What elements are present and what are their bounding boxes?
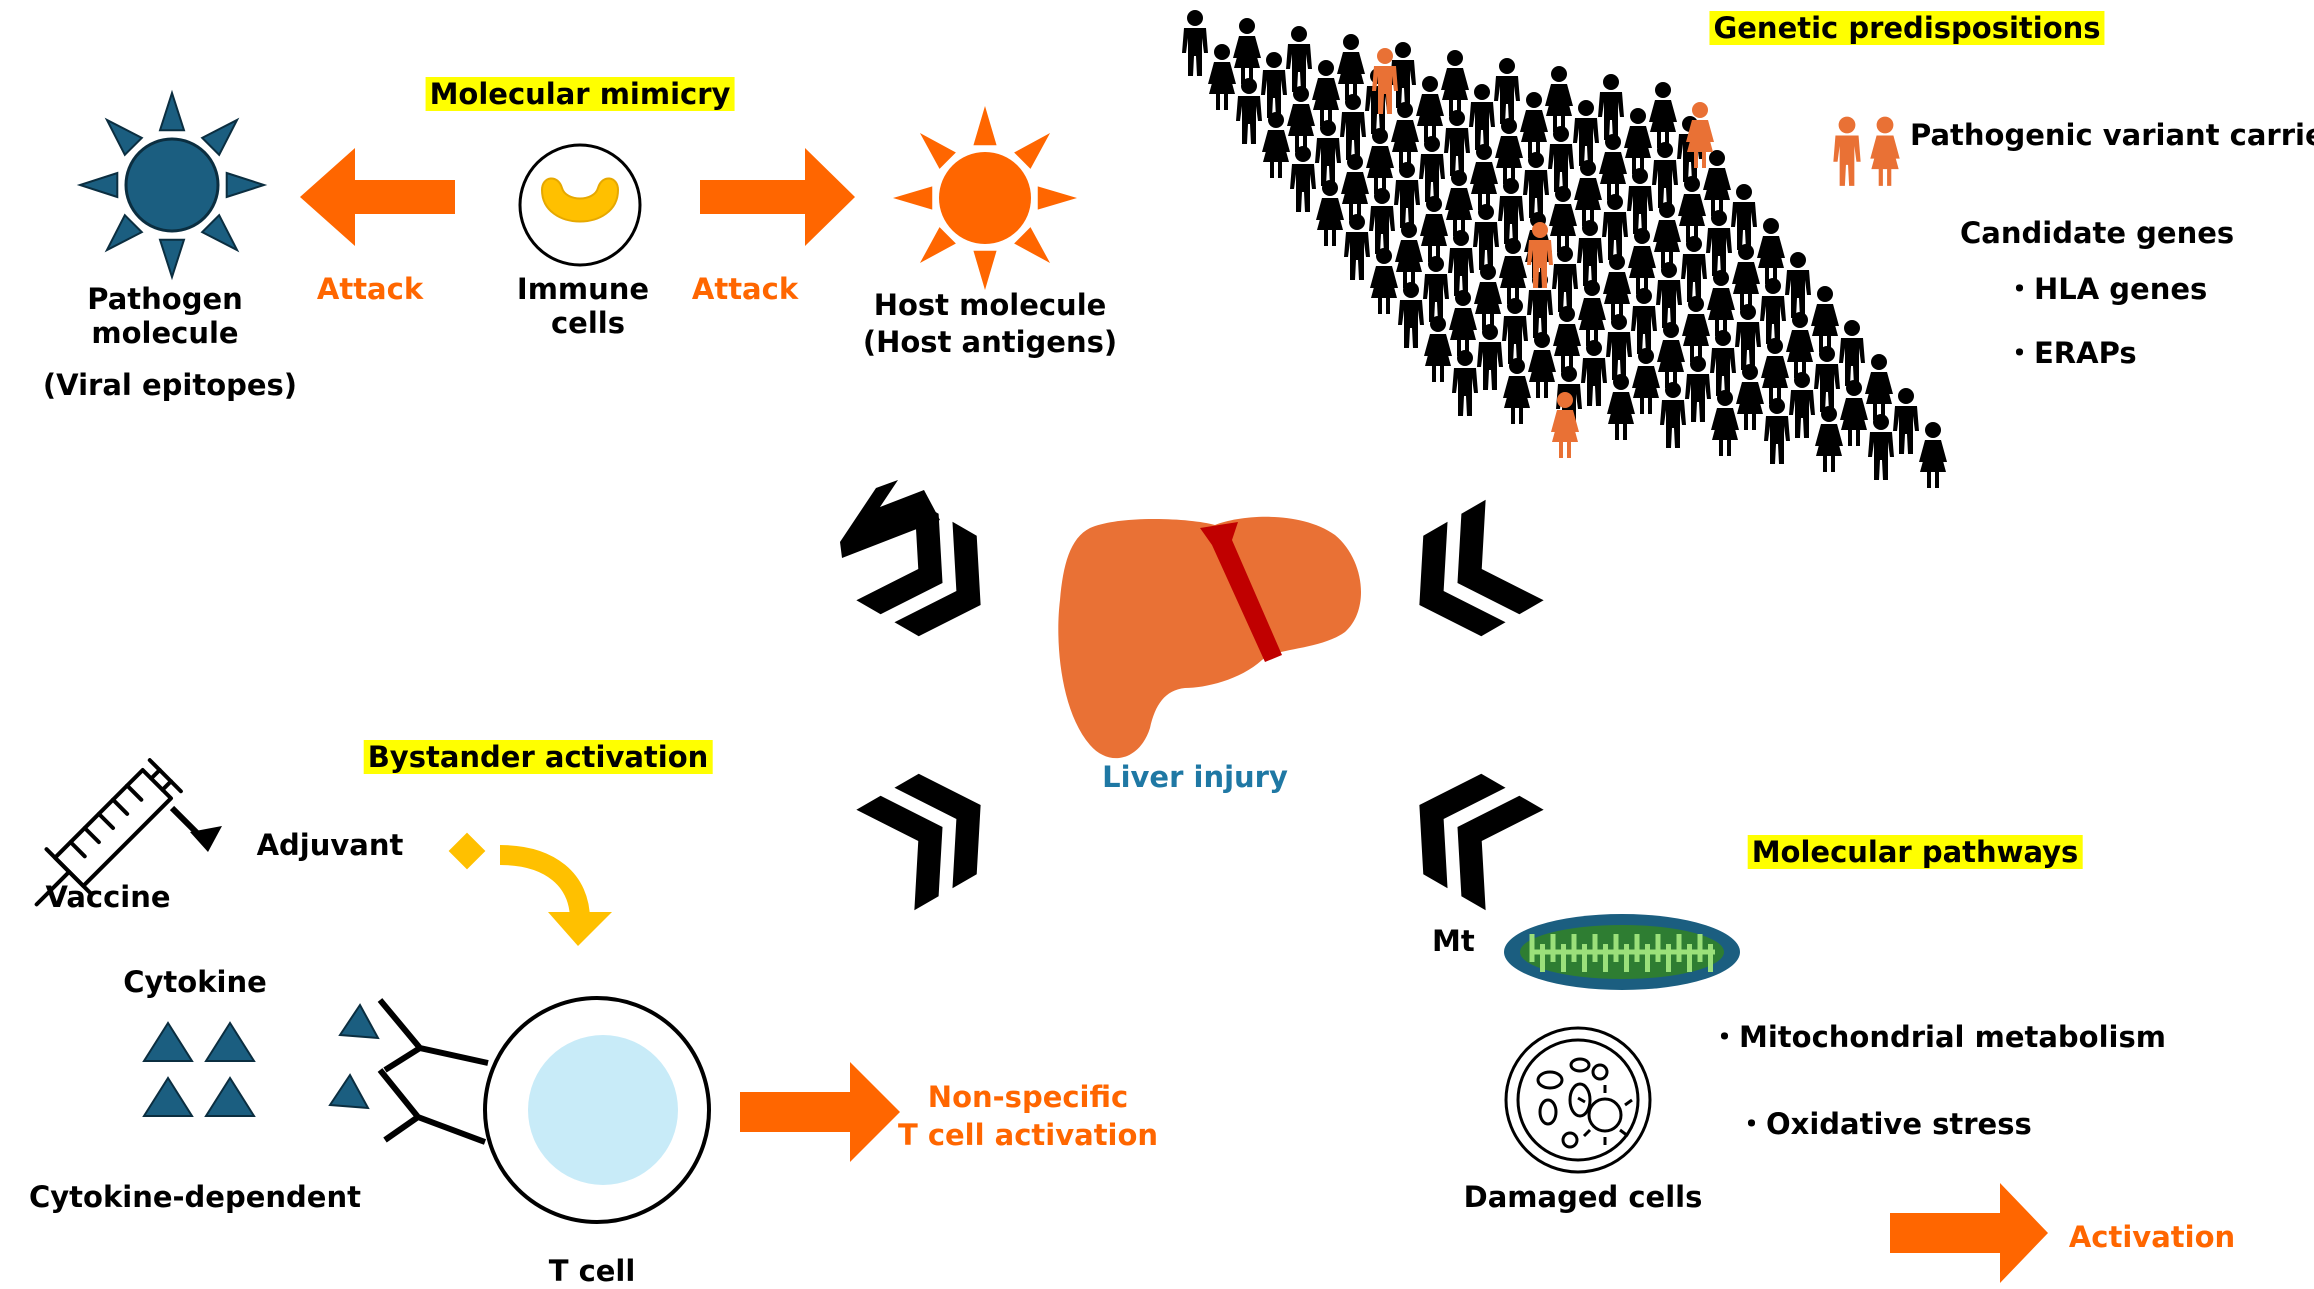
chevron-bottom-left [856,773,981,911]
cytokine-label: Cytokine [123,965,267,999]
activation-arrow [1890,1183,2048,1283]
oxidative-stress-label: ・Oxidative stress [1737,1107,2032,1141]
population-crowd [1182,10,1947,488]
candidate-genes-label: Candidate genes [1960,216,2235,250]
damaged-cells-label: Damaged cells [1463,1180,1703,1214]
immune-label-1: Immune [516,272,650,306]
bystander-title: Bystander activation [363,740,713,775]
pathogen-label-2: molecule [91,316,239,350]
mito-metabolism-label: ・Mitochondrial metabolism [1710,1020,2166,1054]
adjuvant-label: Adjuvant [256,828,404,862]
liver-injury-label: Liver injury [1102,760,1288,794]
mt-label: Mt [1432,924,1475,958]
vaccine-label: Vaccine [45,880,171,914]
nonspecific-label-2: T cell activation [897,1118,1159,1152]
host-label-1: Host molecule [873,288,1107,322]
chevron-top-right [1419,499,1544,637]
immune-cell-icon [518,143,642,267]
attack-right-arrow [700,148,855,246]
pathogen-label-1: Pathogen [87,282,243,316]
liver-icon [1058,516,1362,759]
t-cell-label: T cell [548,1254,636,1288]
attack-right-label: Attack [691,272,799,306]
mitochondria-icon [1504,914,1740,990]
nonspecific-arrow [740,1062,900,1162]
nonspecific-label-1: Non-specific [927,1080,1129,1114]
gene-hla-label: ・HLA genes [2005,272,2208,306]
adjuvant-curve-arrow [499,845,590,921]
genetic-title: Genetic predispositions [1709,11,2105,46]
host-molecule-icon [893,106,1077,290]
damaged-cell-icon [1504,1026,1652,1174]
chevron-bottom-right [1419,773,1544,911]
pathogen-molecule-icon [76,89,268,281]
pathogen-sublabel: (Viral epitopes) [42,368,298,402]
adjuvant-diamond-icon [448,832,486,870]
immune-label-2: cells [550,306,626,340]
molecular-mimicry-title: Molecular mimicry [425,77,735,112]
gene-erap-label: ・ERAPs [2005,336,2137,370]
chevron-top-left-icon [840,480,940,558]
activation-label: Activation [2068,1220,2236,1254]
molecular-pathways-title: Molecular pathways [1747,835,2083,870]
attack-left-label: Attack [316,272,424,306]
chevron-top-left [856,499,981,637]
syringe-icon [34,758,183,907]
attack-left-arrow [300,148,455,246]
carriers-label: Pathogenic variant carriers [1910,118,2314,152]
carrier-icon [1833,116,1900,186]
cytokine-dependent-label: Cytokine-dependent [29,1180,361,1214]
host-label-2: (Host antigens) [862,325,1118,359]
cytokine-icons [142,1021,256,1117]
t-cell-icon [328,996,711,1224]
